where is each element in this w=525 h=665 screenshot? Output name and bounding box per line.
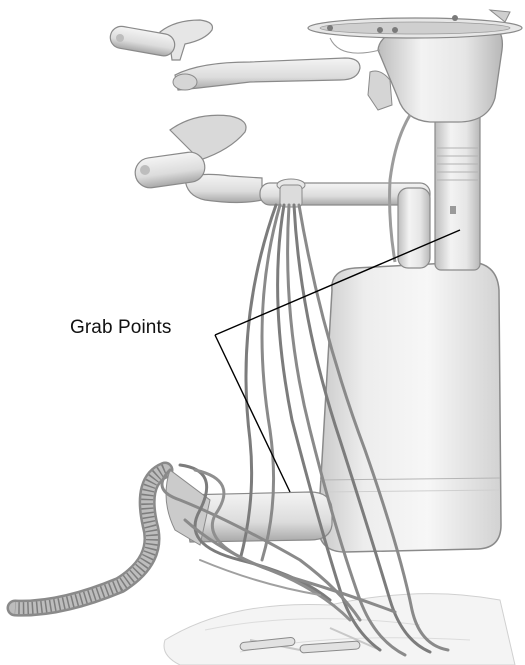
- floor-cloth: [164, 594, 515, 665]
- support-pole: [435, 110, 480, 270]
- suction-hose: [15, 470, 165, 608]
- instrument-arm: [133, 115, 430, 268]
- grab-points-label: Grab Points: [70, 317, 171, 339]
- cabinet-body: [318, 262, 501, 552]
